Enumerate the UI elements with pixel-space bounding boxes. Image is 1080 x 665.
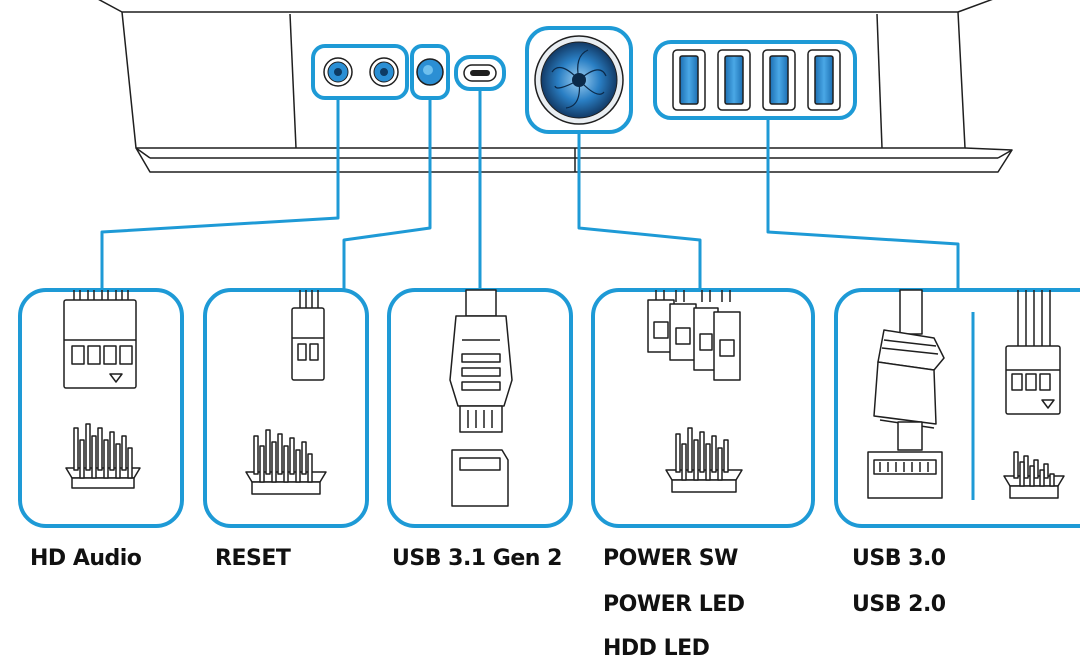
label-hd-audio: HD Audio (30, 546, 142, 571)
label-power-sw: POWER SW (603, 546, 738, 571)
usb31-header (451, 449, 509, 507)
power-plugs-icon (647, 290, 741, 381)
hd-audio-connection-line (100, 98, 340, 290)
usb3-usb2-box (834, 288, 1080, 528)
usb-c-port-icon (454, 55, 506, 91)
reset-button-icon (410, 44, 450, 100)
label-usb30: USB 3.0 (852, 546, 946, 571)
usb-a-port-icon (653, 40, 857, 120)
reset-box (203, 288, 369, 528)
label-power-led: POWER LED (603, 592, 745, 617)
hd-audio-box (18, 288, 184, 528)
label-hdd-led: HDD LED (603, 636, 710, 661)
usb30-header (867, 451, 943, 499)
power-button-icon (525, 26, 633, 134)
power-connection-line (577, 132, 702, 290)
usb20-plug-icon (1005, 290, 1061, 415)
usb31-plug-icon (449, 289, 513, 433)
audio-jack-icon (311, 44, 409, 100)
power-box (591, 288, 815, 528)
hd-audio-plug-icon (63, 290, 137, 389)
reset-plug-icon (291, 290, 325, 381)
connection-lines (100, 89, 960, 290)
label-usb20: USB 2.0 (852, 592, 946, 617)
front-panel (98, 0, 1013, 173)
label-reset: RESET (215, 546, 291, 571)
hd-audio-header-pins (65, 423, 141, 489)
usb30-plug-icon (873, 289, 945, 451)
usb20-header-pins (1003, 451, 1065, 499)
power-header-pins (665, 427, 743, 493)
reset-header-pins (245, 429, 327, 495)
label-usb31-gen2: USB 3.1 Gen 2 (392, 546, 562, 571)
connector-illustrations (63, 289, 1065, 507)
reset-connection-line (342, 98, 432, 290)
usb-connection-line (766, 118, 960, 290)
